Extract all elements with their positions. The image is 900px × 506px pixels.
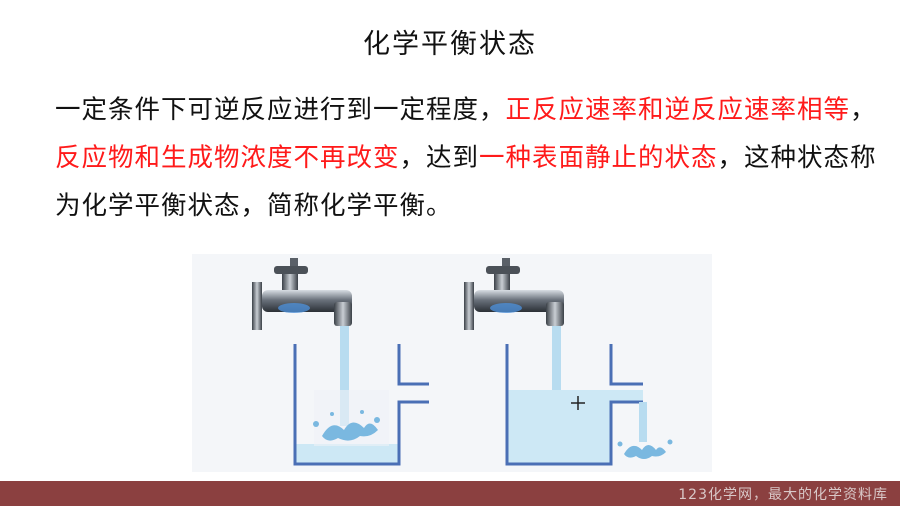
right-faucet-icon bbox=[464, 258, 564, 330]
overflow-stream bbox=[639, 402, 647, 442]
left-water-stream bbox=[340, 326, 349, 426]
text-segment: ， bbox=[850, 95, 877, 125]
paragraph-line-2: 反应物和生成物浓度不再改变，达到一种表面静止的状态，这种状态称 bbox=[55, 134, 876, 182]
illustration-svg bbox=[252, 258, 673, 466]
paragraph-line-3: 为化学平衡状态，简称化学平衡。 bbox=[55, 191, 453, 221]
definition-paragraph: 一定条件下可逆反应进行到一定程度，正反应速率和逆反应速率相等， 反应物和生成物浓… bbox=[55, 86, 876, 230]
highlight-concentration: 反应物和生成物浓度不再改变 bbox=[55, 143, 400, 173]
text-segment: 一定条件下可逆反应进行到一定程度， bbox=[55, 95, 506, 125]
footer-text: 123化学网，最大的化学资料库 bbox=[678, 487, 888, 503]
text-segment: ，这种状态称 bbox=[717, 143, 877, 173]
highlight-static-state: 一种表面静止的状态 bbox=[479, 143, 718, 173]
right-splash-icon bbox=[617, 439, 673, 459]
left-tank bbox=[293, 344, 429, 466]
faucet-tank-illustration bbox=[192, 254, 712, 472]
left-faucet-icon bbox=[252, 258, 352, 330]
paragraph-line-1: 一定条件下可逆反应进行到一定程度，正反应速率和逆反应速率相等， bbox=[55, 86, 876, 134]
move-cursor-icon bbox=[571, 396, 585, 410]
highlight-rate-equal: 正反应速率和逆反应速率相等 bbox=[505, 95, 851, 125]
footer-bar: 123化学网，最大的化学资料库 bbox=[0, 481, 900, 506]
text-segment: ，达到 bbox=[399, 143, 480, 173]
right-tank bbox=[505, 344, 643, 466]
slide-title: 化学平衡状态 bbox=[363, 29, 537, 60]
right-water-stream bbox=[552, 326, 561, 392]
left-splash-icon bbox=[313, 410, 380, 441]
